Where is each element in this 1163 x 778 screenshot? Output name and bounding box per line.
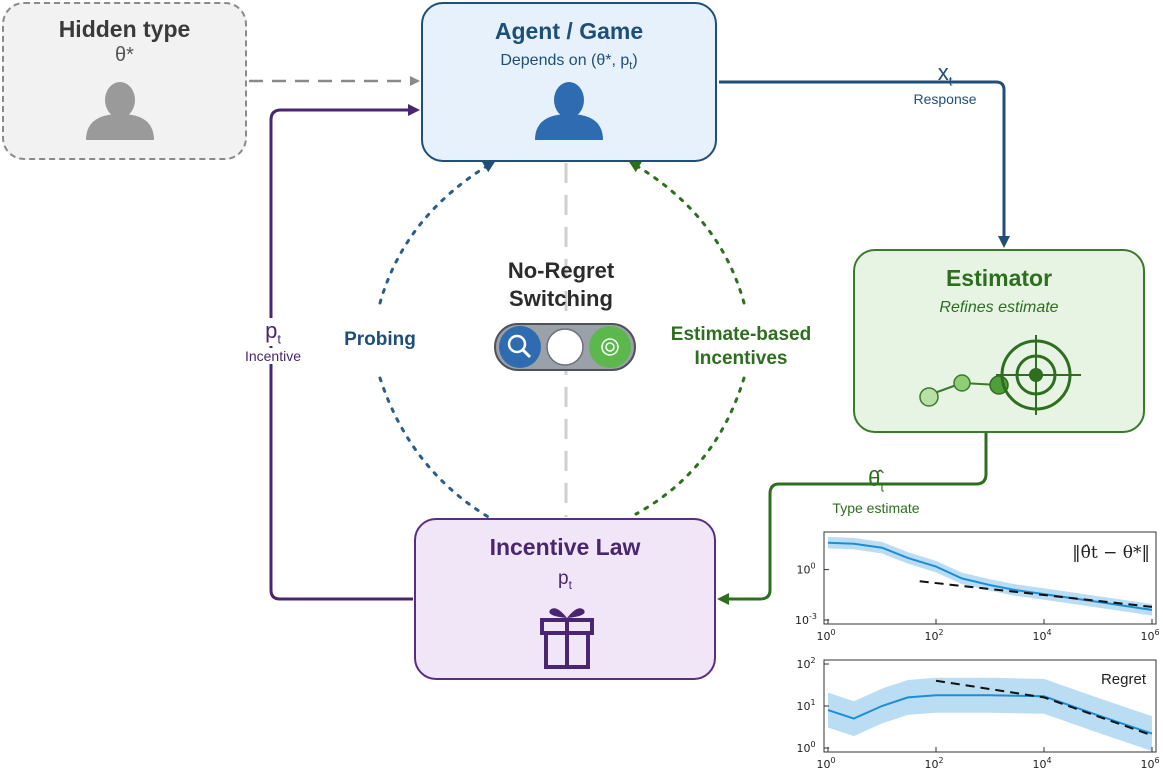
probing-arc-upper (378, 160, 496, 305)
agent-subtitle: Depends on (θ*, pt) (500, 52, 638, 73)
estimator-title: Estimator (945, 265, 1053, 291)
x-tick-label: 100 (816, 756, 835, 771)
x-tick-label: 102 (924, 628, 943, 643)
confidence-band (828, 677, 1152, 751)
estimator-subtitle: Refines estimate (939, 299, 1059, 316)
x-tick-label: 104 (1032, 628, 1051, 643)
plot-frame (823, 659, 1157, 753)
incentive-law-box: Incentive Law pt (414, 518, 716, 680)
regret-annotation: Regret (1101, 671, 1147, 688)
reference-line (935, 679, 1153, 737)
estimate-based-label: Estimate-based Incentives (670, 324, 812, 369)
x-tick-label: 106 (1140, 756, 1159, 771)
y-tick-label: 10-3 (795, 612, 817, 627)
incentive-arrow-label: Incentive (231, 348, 315, 364)
estimate-symbol: θ̂t (868, 466, 884, 495)
regret-plot: 100 102 104 106 102 101 100 Regret (796, 656, 1159, 771)
y-tick-label: 100 (796, 740, 815, 755)
x-tick-label: 100 (816, 628, 835, 643)
estimate-arc-lower (634, 376, 746, 516)
person-icon (86, 82, 154, 140)
response-label: Response (913, 91, 977, 107)
response-arrow (719, 80, 1010, 248)
incentive-title: Incentive Law (489, 534, 641, 560)
incentive-symbol: pt (558, 568, 572, 592)
series-line (827, 694, 1153, 735)
x-tick-label: 102 (924, 756, 943, 771)
estimate-label: Type estimate (832, 500, 920, 516)
probing-label: Probing (344, 329, 416, 350)
estimator-box: Estimator Refines estimate (853, 249, 1145, 433)
x-tick-label: 104 (1032, 756, 1051, 771)
y-tick-label: 101 (796, 698, 815, 713)
incentive-arrow-symbol: pt (236, 318, 310, 347)
hidden-type-box: Hidden type θ* (2, 2, 247, 160)
person-icon (535, 82, 603, 140)
toggle-switch-icon (494, 323, 636, 371)
estimation-error-annotation: ‖θ̂t − θ*‖ (1072, 543, 1150, 563)
agent-game-box: Agent / Game Depends on (θ*, pt) (421, 2, 717, 162)
hidden-type-title: Hidden type (58, 16, 191, 42)
response-symbol: xt (937, 60, 953, 89)
estimate-arc-upper (628, 160, 746, 305)
probing-arc-lower (378, 376, 492, 520)
y-tick-label: 102 (796, 656, 815, 671)
estimate-arrow (717, 433, 988, 605)
y-tick-label: 100 (796, 562, 815, 577)
switching-title: No-Regret Switching (507, 258, 615, 311)
reference-line (919, 580, 1153, 608)
target-icon (919, 335, 1081, 415)
agent-title: Agent / Game (494, 18, 644, 44)
hidden-type-symbol: θ* (115, 44, 134, 66)
x-tick-label: 106 (1140, 628, 1159, 643)
gift-icon (540, 608, 594, 669)
confidence-band (828, 536, 1152, 616)
